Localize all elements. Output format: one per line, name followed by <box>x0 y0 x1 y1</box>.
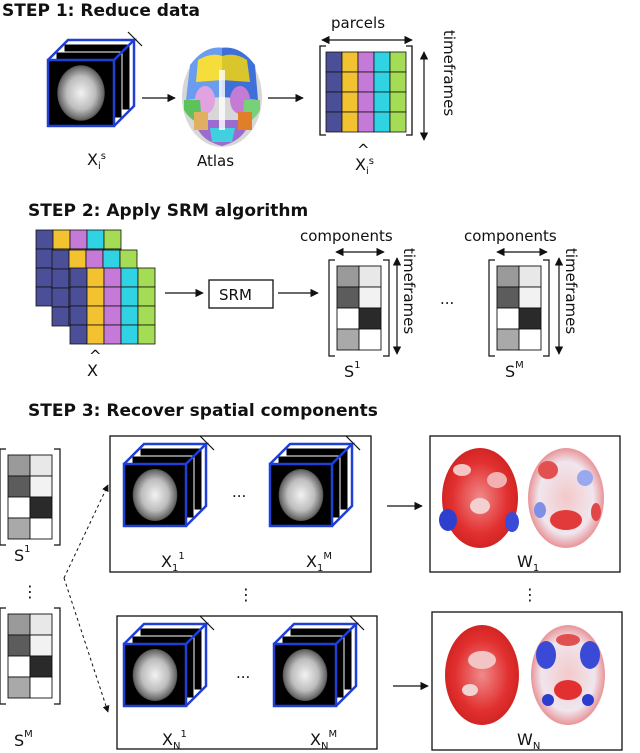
ellipsis-left-vertical: ⋮ <box>22 582 38 601</box>
ellipsis-right-vertical: ⋮ <box>522 585 538 604</box>
wn-box <box>431 611 623 751</box>
step1-title: STEP 1: Reduce data <box>2 1 200 21</box>
dashed-arrow-bottom <box>63 577 110 713</box>
timeframes-label-2: timeframes <box>400 248 418 334</box>
stacked-subject-matrices <box>35 229 156 345</box>
w1-label: W1 <box>517 552 539 574</box>
subject-x-label: Xis <box>87 150 106 172</box>
xhat-label: X <box>87 361 98 380</box>
group-box-n <box>116 615 378 750</box>
components-label-1: components <box>300 227 393 245</box>
hat-reduced: ^ <box>357 141 370 159</box>
wn-label: WN <box>517 730 540 752</box>
w1-brain-maps <box>439 448 604 548</box>
sm-left-label: SM <box>14 729 33 750</box>
sm-left-matrix <box>0 607 61 705</box>
sm-label: SM <box>505 360 524 381</box>
x1m-cube <box>268 435 361 528</box>
w1-box <box>429 435 621 573</box>
step3-title: STEP 3: Recover spatial components <box>28 401 378 421</box>
x1m-label: X1M <box>306 551 332 574</box>
ellipsis-box1: ... <box>232 483 246 501</box>
srm-box <box>208 279 274 309</box>
srm-label: SRM <box>219 286 252 304</box>
reduced-data-matrix <box>325 51 407 133</box>
xnm-cube <box>272 615 365 708</box>
parcels-label: parcels <box>331 14 385 32</box>
step1-subject-cube <box>46 31 143 128</box>
ellipsis-mid-vertical: ⋮ <box>238 585 254 604</box>
x11-cube <box>122 435 215 528</box>
atlas-brain-image <box>182 47 262 147</box>
timeframes-label-1: timeframes <box>440 30 458 116</box>
s1-left-label: S1 <box>14 544 31 565</box>
group-box-1 <box>109 435 372 573</box>
ellipsis-srm: ... <box>440 290 454 308</box>
matrix-bracket-left <box>319 45 326 136</box>
s1-left-matrix <box>0 448 61 546</box>
dashed-arrow-top <box>63 484 109 579</box>
xnm-label: XNM <box>310 729 337 752</box>
ellipsis-boxn: ... <box>236 664 250 682</box>
matrix-bracket-right <box>406 45 413 136</box>
xn1-cube <box>122 615 215 708</box>
hat-x: ^ <box>89 347 102 365</box>
sm-component-matrix <box>488 259 550 357</box>
atlas-label: Atlas <box>197 152 234 170</box>
s1-component-matrix <box>328 259 390 357</box>
components-label-2: components <box>464 227 557 245</box>
xn1-label: XN1 <box>162 729 187 752</box>
reduced-x-label: Xis <box>355 155 374 177</box>
timeframes-label-3: timeframes <box>562 248 580 334</box>
x11-label: X11 <box>161 551 185 574</box>
step2-title: STEP 2: Apply SRM algorithm <box>28 201 308 221</box>
s1-label: S1 <box>344 360 361 381</box>
wn-brain-maps <box>445 625 605 725</box>
